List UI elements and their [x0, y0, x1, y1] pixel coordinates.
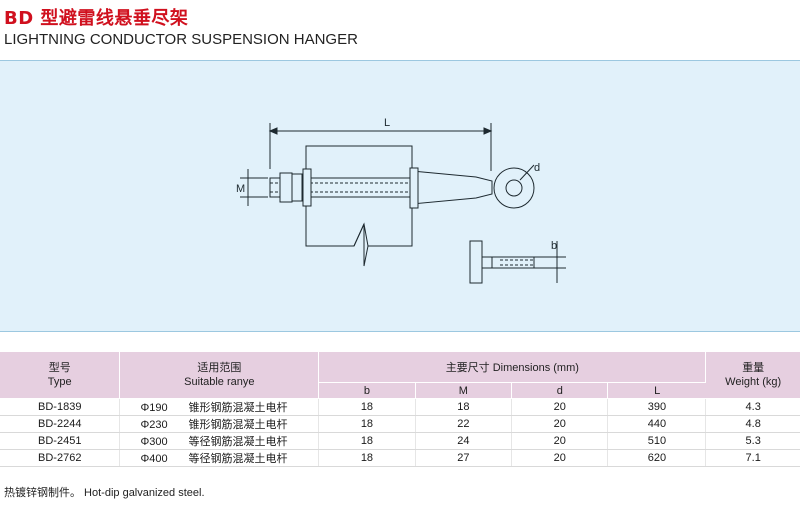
cell-b: 18 [318, 432, 416, 450]
cell-range-desc: 等径钢筋混凝土电杆 [188, 436, 288, 448]
cell-type: BD-2244 [0, 415, 121, 433]
cell-d: 20 [511, 449, 609, 467]
cell-range-dia: Φ190 [140, 402, 168, 414]
specification-table: 型号 Type 适用范围 Suitable ranye 主要尺寸 Dimensi… [0, 352, 800, 467]
header-dim-M: M [415, 382, 513, 399]
cell-range-desc: 锥形钢筋混凝土电杆 [188, 419, 288, 431]
eye-ring-outer [493, 167, 535, 209]
cell-type: BD-2762 [0, 449, 121, 467]
eye-ring-inner [505, 179, 523, 197]
bolt-shank-side [481, 256, 535, 269]
cell-b: 18 [318, 398, 416, 416]
label-b: b [551, 240, 557, 252]
header-type-cn: 型号 [48, 362, 71, 374]
technical-drawing: L M d b [0, 60, 800, 332]
cell-type: BD-2451 [0, 432, 121, 450]
eye-bolt-collar [409, 167, 419, 209]
footnote: 热镀锌钢制件。 Hot-dip galvanized steel. [4, 487, 205, 499]
cell-L: 510 [607, 432, 707, 450]
nut-inner [291, 173, 303, 202]
cell-L: 620 [607, 449, 707, 467]
header-range-cn: 适用范围 [197, 362, 242, 374]
cell-type: BD-1839 [0, 398, 121, 416]
cell-weight: 4.3 [705, 398, 800, 416]
cell-L: 390 [607, 398, 707, 416]
cell-range: Φ230 锥形钢筋混凝土电杆 [119, 415, 320, 433]
header-dimensions: 主要尺寸 Dimensions (mm) [318, 352, 707, 383]
cell-range-dia: Φ300 [140, 436, 168, 448]
cell-range: Φ400 等径钢筋混凝土电杆 [119, 449, 320, 467]
header-dim-b: b [318, 382, 416, 399]
eye-bolt-shank [411, 170, 493, 205]
cell-range-desc: 等径钢筋混凝土电杆 [188, 453, 288, 465]
hanger-drawing: L M d b [236, 117, 566, 284]
cell-weight: 5.3 [705, 432, 800, 450]
header-weight: 重量 Weight (kg) [705, 352, 800, 399]
header-range: 适用范围 Suitable ranye [119, 352, 320, 399]
washer [302, 168, 312, 207]
cell-range-desc: 锥形钢筋混凝土电杆 [188, 402, 288, 414]
label-d: d [534, 162, 540, 174]
header-range-en: Suitable ranye [184, 376, 255, 388]
header-weight-en: Weight (kg) [725, 376, 782, 388]
nut-outer [279, 172, 293, 203]
cell-L: 440 [607, 415, 707, 433]
dim-L-arrow-left [268, 127, 278, 135]
cell-b: 18 [318, 449, 416, 467]
dim-d-leader [519, 164, 535, 181]
cell-range-dia: Φ400 [140, 453, 168, 465]
header-dim-d: d [511, 382, 609, 399]
table-row: BD-1839 Φ190 锥形钢筋混凝土电杆 18 18 20 390 4.3 [0, 398, 800, 416]
header-weight-cn: 重量 [742, 362, 765, 374]
header-type-en: Type [47, 376, 72, 388]
cell-d: 20 [511, 415, 609, 433]
cell-d: 20 [511, 398, 609, 416]
table-row: BD-2762 Φ400 等径钢筋混凝土电杆 18 27 20 620 7.1 [0, 449, 800, 467]
cell-M: 18 [415, 398, 513, 416]
cell-range: Φ190 锥形钢筋混凝土电杆 [119, 398, 320, 416]
cell-M: 22 [415, 415, 513, 433]
cell-weight: 7.1 [705, 449, 800, 467]
cell-d: 20 [511, 432, 609, 450]
dim-L-arrow-right [483, 127, 493, 135]
header-dim-L: L [607, 382, 706, 399]
label-L: L [384, 117, 390, 129]
table-row: BD-2451 Φ300 等径钢筋混凝土电杆 18 24 20 510 5.3 [0, 432, 800, 450]
cell-range-dia: Φ230 [140, 419, 168, 431]
page-title-en: LIGHTNING CONDUCTOR SUSPENSION HANGER [4, 31, 358, 48]
cell-range: Φ300 等径钢筋混凝土电杆 [119, 432, 320, 450]
table-row: BD-2244 Φ230 锥形钢筋混凝土电杆 18 22 20 440 4.8 [0, 415, 800, 433]
cell-M: 24 [415, 432, 513, 450]
cell-b: 18 [318, 415, 416, 433]
page-title-cn: BD 型避雷线悬垂尽架 [4, 8, 189, 29]
cell-M: 27 [415, 449, 513, 467]
label-M: M [236, 183, 245, 195]
clamp-break-mark [353, 223, 369, 267]
header-type: 型号 Type [0, 352, 121, 399]
cell-weight: 4.8 [705, 415, 800, 433]
bolt-head-side [469, 240, 483, 284]
